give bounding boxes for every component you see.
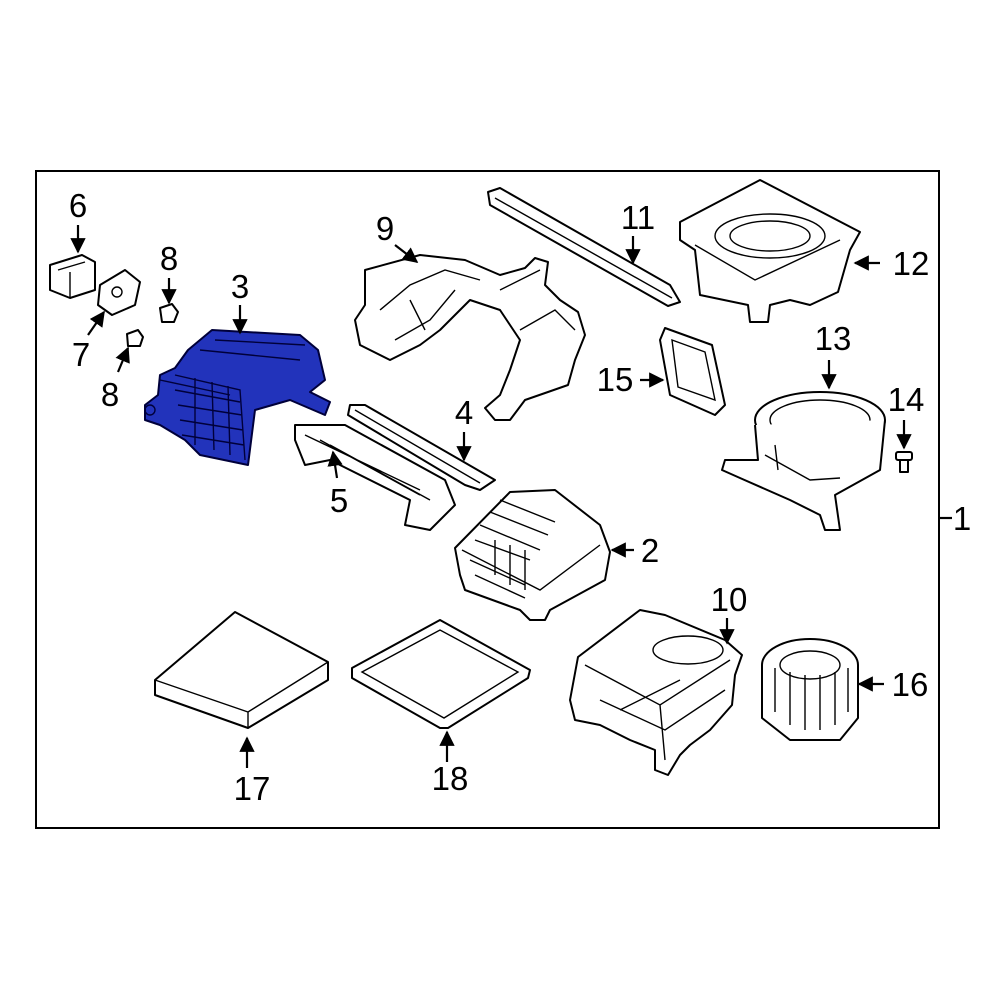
- callout-14: 14: [888, 381, 925, 418]
- callout-17: 17: [234, 770, 271, 807]
- part-17-cabin-filter[interactable]: [154, 611, 329, 729]
- leader-5: [327, 450, 343, 479]
- callout-1: 1: [953, 500, 971, 537]
- callout-8-lower: 8: [101, 376, 119, 413]
- part-9-upper-case[interactable]: [354, 254, 586, 421]
- part-6-clip[interactable]: [49, 254, 96, 299]
- callout-15: 15: [597, 361, 634, 398]
- part-3-housing-highlighted[interactable]: [144, 329, 331, 466]
- part-4-strip[interactable]: [347, 404, 496, 491]
- part-8-upper-clip[interactable]: [159, 303, 179, 323]
- callout-11: 11: [621, 199, 655, 236]
- part-14-screw[interactable]: [895, 451, 913, 473]
- part-8-lower-clip[interactable]: [126, 329, 144, 347]
- callout-7: 7: [72, 336, 90, 373]
- part-12-upper-housing[interactable]: [679, 179, 861, 323]
- part-10-lower-case[interactable]: [569, 609, 743, 776]
- callout-3: 3: [231, 268, 249, 305]
- callout-5: 5: [330, 482, 348, 519]
- callout-10: 10: [711, 581, 748, 618]
- callout-16: 16: [892, 666, 929, 703]
- part-15-gasket[interactable]: [659, 327, 726, 416]
- assembly-frame: [35, 170, 940, 829]
- callout-6: 6: [69, 187, 87, 224]
- leader-9: [394, 244, 419, 263]
- part-5-trim[interactable]: [294, 424, 456, 531]
- part-16-blower-motor[interactable]: [761, 638, 859, 741]
- part-2-core-housing[interactable]: [454, 489, 611, 621]
- callout-9: 9: [376, 210, 394, 247]
- callout-8-upper: 8: [160, 240, 178, 277]
- callout-18: 18: [432, 760, 469, 797]
- callout-13: 13: [815, 320, 852, 357]
- callout-2: 2: [641, 532, 659, 569]
- part-7-bracket[interactable]: [97, 269, 141, 316]
- callout-4: 4: [455, 394, 473, 431]
- leader-7: [87, 310, 105, 336]
- callout-12: 12: [893, 245, 930, 282]
- part-13-blower-scroll[interactable]: [721, 391, 886, 531]
- part-18-filter-seal[interactable]: [351, 619, 531, 729]
- part-11-bar[interactable]: [487, 187, 681, 307]
- leader-8b: [115, 346, 130, 373]
